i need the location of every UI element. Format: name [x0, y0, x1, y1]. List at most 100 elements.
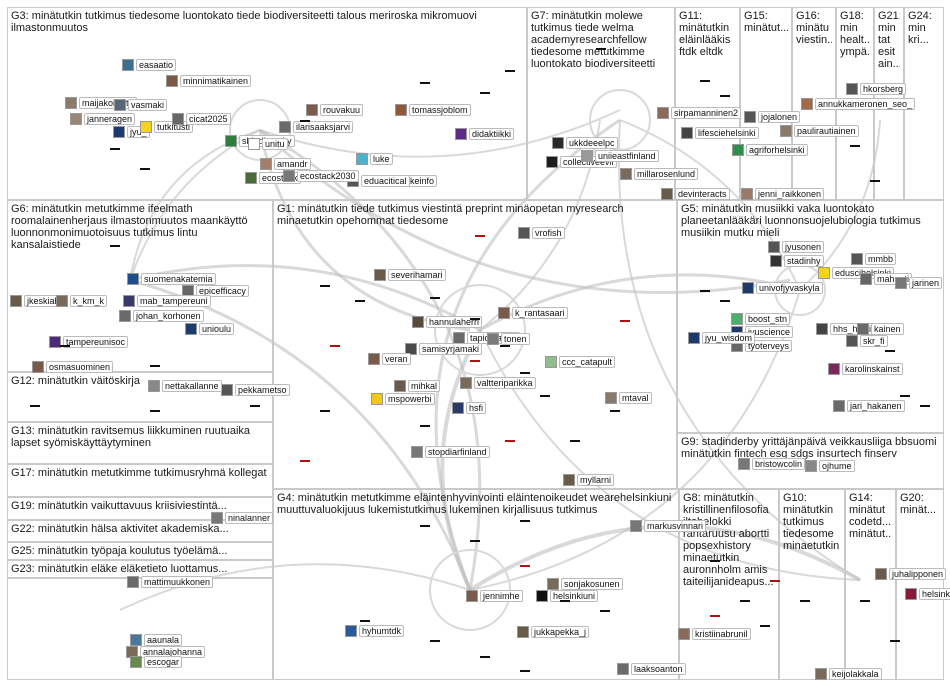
node-mspowerbi[interactable]: mspowerbi [371, 393, 435, 405]
node-sonjakosunen[interactable]: sonjakosunen [547, 578, 623, 590]
group-g7: G7: minätutkin molewe tutkimus tiede wel… [527, 7, 675, 200]
node-laaksoanton[interactable]: laaksoanton [617, 663, 686, 675]
node-millarosenlund[interactable]: millarosenlund [620, 168, 699, 180]
node-samisyrjamaki[interactable]: samisyrjamaki [405, 343, 483, 355]
avatar-icon [738, 458, 750, 470]
node-uniieastfinland[interactable]: uniieastfinland [581, 150, 659, 162]
node-osmasuominen[interactable]: osmasuominen [32, 361, 114, 373]
node-hkorsberg[interactable]: hkorsberg [846, 83, 907, 95]
avatar-icon [895, 277, 907, 289]
node-escogar[interactable]: escogar [130, 656, 183, 668]
node-janneragen[interactable]: janneragen [70, 113, 136, 125]
node-label: jkeskiah [24, 295, 63, 307]
avatar-icon [306, 104, 318, 116]
node-veran[interactable]: veran [368, 353, 411, 365]
node-kristiinabrunil[interactable]: kristiinabrunil [678, 628, 751, 640]
edge-stub [500, 345, 510, 347]
edge-stub [430, 297, 440, 299]
node-vrofish[interactable]: vrofish [518, 227, 565, 239]
node-amandr[interactable]: amandr [260, 158, 311, 170]
node-mihkal[interactable]: mihkal [394, 380, 441, 392]
node-vasmaki[interactable]: vasmaki [114, 99, 168, 111]
node-markusvinnari[interactable]: markusvinnari [630, 520, 707, 532]
node-jyusonen[interactable]: jyusonen [768, 241, 825, 253]
node-jkeskiah[interactable]: jkeskiah [10, 295, 63, 307]
node-jojalonen[interactable]: jojalonen [744, 111, 801, 123]
node-agriforhelsinki[interactable]: agriforhelsinki [732, 144, 808, 156]
node-jenni-raikkonen[interactable]: jenni_raikkonen [741, 188, 825, 200]
node-mtaval[interactable]: mtaval [605, 392, 652, 404]
node-tomassjoblom[interactable]: tomassjoblom [395, 104, 471, 116]
node-boost-stn[interactable]: boost_stn [731, 313, 791, 325]
node-mattimuukkonen[interactable]: mattimuukkonen [127, 576, 214, 588]
node-helsinkilaw[interactable]: helsinkilaw [905, 588, 950, 600]
node-hyhumtdk[interactable]: hyhumtdk [345, 625, 405, 637]
node-kainen[interactable]: kainen [857, 323, 904, 335]
node-univofjyvaskyla[interactable]: univofjyvaskyla [742, 282, 823, 294]
avatar-icon [140, 121, 152, 133]
node-helsinkiuni[interactable]: helsinkiuni [536, 590, 599, 602]
node-jennimhe[interactable]: jennimhe [466, 590, 523, 602]
node-devinteracts[interactable]: devinteracts [661, 188, 730, 200]
node-pekkametso[interactable]: pekkametso [221, 384, 290, 396]
node-suomenakatemia[interactable]: suomenakatemia [127, 273, 216, 285]
node-unioulu[interactable]: unioulu [185, 323, 235, 335]
node-mmbb[interactable]: mmbb [851, 253, 897, 265]
node-hannulaherri[interactable]: hannulaherri [412, 316, 483, 328]
node-sirpamanninen2[interactable]: sirpamanninen2 [657, 107, 742, 119]
node-unitu[interactable]: unitu [248, 138, 288, 150]
node-label: devinteracts [675, 188, 730, 200]
node-johan-korhonen[interactable]: johan_korhonen [119, 310, 204, 322]
node-easaatio[interactable]: easaatio [122, 59, 177, 71]
node-label: escogar [144, 656, 183, 668]
node-ojhume[interactable]: ojhume [805, 460, 855, 472]
node-k-km-k[interactable]: k_km_k [56, 295, 108, 307]
node-skr-fi[interactable]: skr_fi [846, 335, 888, 347]
node-minnimatikainen[interactable]: minnimatikainen [166, 75, 252, 87]
node-bristowcolin[interactable]: bristowcolin [738, 458, 806, 470]
node-lifesciehelsinki[interactable]: lifesciehelsinki [681, 127, 759, 139]
node-karolinskainst[interactable]: karolinskainst [828, 363, 903, 375]
node-juhalipponen[interactable]: juhalipponen [875, 568, 947, 580]
node-ccc-catapult[interactable]: ccc_catapult [545, 356, 616, 368]
node-valtteriparikka[interactable]: valtteriparikka [460, 377, 536, 389]
avatar-icon [875, 568, 887, 580]
node-ilarisaaksjarvi[interactable]: ilarisaaksjarvi [279, 121, 354, 133]
node-ukkdeeelpc[interactable]: ukkdeeelpc [552, 137, 618, 149]
node-annukkameronen-seo-[interactable]: annukkameronen_seo_ [801, 98, 916, 110]
node-didaktiikki[interactable]: didaktiikki [455, 128, 515, 140]
node-rouvakuu[interactable]: rouvakuu [306, 104, 364, 116]
node-aaunala[interactable]: aaunala [130, 634, 183, 646]
node-ninalanner[interactable]: ninalanner [211, 512, 274, 524]
node-stopdiarfinland[interactable]: stopdiarfinland [411, 446, 490, 458]
node-jari-hakanen[interactable]: jari_hakanen [833, 400, 905, 412]
node-label: nettakallanne [162, 380, 222, 392]
avatar-icon [536, 590, 548, 602]
node-stadinhy[interactable]: stadinhy [770, 255, 824, 267]
node-myllarni[interactable]: myllarni [563, 474, 615, 486]
group-g13: G13: minätutkin ravitsemus liikkuminen r… [7, 422, 273, 464]
node-ecostack2030[interactable]: ecostack2030 [283, 170, 359, 182]
node-jyu-wisdom[interactable]: jyu_wisdom [688, 332, 756, 344]
edge-stub [600, 610, 610, 612]
node-annalajohanna[interactable]: annalajohanna [126, 646, 206, 658]
node-keijolakkala[interactable]: keijolakkala [815, 668, 882, 680]
node-severihamari[interactable]: severihamari [374, 269, 446, 281]
group-label: G12: minätutkin väitöskirja [11, 375, 140, 387]
node-tonen[interactable]: tonen [487, 333, 530, 345]
node-cicat2025[interactable]: cicat2025 [172, 113, 231, 125]
node-nettakallanne[interactable]: nettakallanne [148, 380, 222, 392]
node-jarinen[interactable]: jarinen [895, 277, 943, 289]
node-tampereunisoc[interactable]: tampereunisoc [49, 336, 129, 348]
node-mab-tampereuni[interactable]: mab_tampereuni [123, 295, 211, 307]
node-luke[interactable]: luke [356, 153, 393, 165]
avatar-icon [412, 316, 424, 328]
node-mahuoti[interactable]: mahuoti [860, 273, 913, 285]
node-paulirautiainen[interactable]: paulirautiainen [780, 125, 859, 137]
avatar-icon [860, 273, 872, 285]
avatar-icon [356, 153, 368, 165]
node-hsfi[interactable]: hsfi [452, 402, 487, 414]
node-epicefficacy[interactable]: epicefficacy [182, 285, 249, 297]
node-k-rantasaari[interactable]: k_rantasaari [498, 307, 568, 319]
node-jukkapekka-j[interactable]: jukkapekka_j [517, 626, 590, 638]
